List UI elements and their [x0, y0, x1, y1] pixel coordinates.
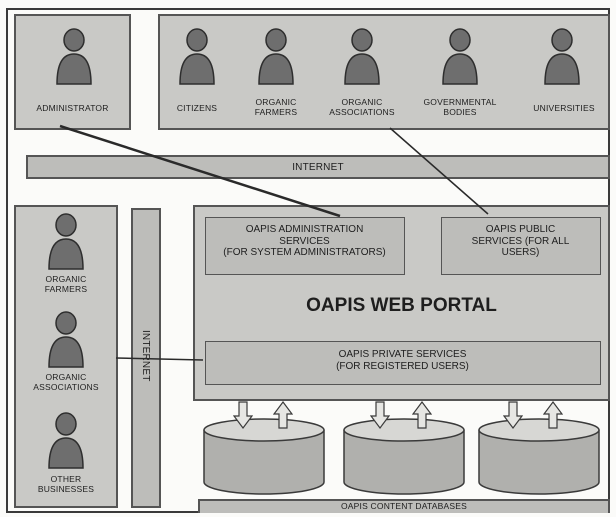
administrator-box: ADMINISTRATOR — [14, 14, 131, 130]
db-arrow-down-1 — [232, 401, 254, 434]
private-organic-associations-label: ORGANIC ASSOCIATIONS — [33, 372, 99, 392]
oapis-web-portal-box: OAPIS ADMINISTRATION SERVICES (for syste… — [193, 205, 610, 401]
governmental-bodies-person-icon — [440, 26, 480, 91]
private-services-box: OAPIS PRIVATE SERVICES (for registered u… — [205, 341, 601, 385]
db-arrow-down-3 — [502, 401, 524, 434]
internet-vertical-label: INTERNET — [139, 329, 151, 382]
db-arrow-up-2 — [411, 401, 433, 434]
organic-associations-label: ORGANIC ASSOCIATIONS — [329, 97, 395, 117]
database-cylinder-1 — [203, 418, 325, 501]
admin-services-label: OAPIS ADMINISTRATION SERVICES (for syste… — [223, 224, 386, 258]
internet-band-horizontal: INTERNET — [26, 155, 610, 179]
content-databases-label: OAPIS CONTENT DATABASES — [341, 501, 467, 511]
universities-label: UNIVERSITIES — [533, 103, 595, 113]
citizens-label: CITIZENS — [176, 103, 218, 113]
governmental-bodies-label: GOVERNMENTAL BODIES — [423, 97, 497, 117]
organic-farmers-person-icon — [256, 26, 296, 91]
db-arrow-down-2 — [369, 401, 391, 434]
administrator-label: ADMINISTRATOR — [36, 103, 109, 113]
private-other-businesses-person-icon — [46, 410, 86, 475]
db-arrow-up-1 — [272, 401, 294, 434]
content-databases-bar: OAPIS CONTENT DATABASES — [198, 499, 610, 513]
administrator-person-icon — [54, 26, 94, 91]
portal-title: OAPIS WEB PORTAL — [306, 295, 497, 316]
private-users-box: ORGANIC FARMERS ORGANIC ASSOCIATIONS OTH… — [14, 205, 118, 508]
database-cylinder-3 — [478, 418, 600, 501]
public-services-label: OAPIS PUBLIC SERVICES (for all users) — [471, 224, 570, 258]
database-cylinder-2 — [343, 418, 465, 501]
private-services-label: OAPIS PRIVATE SERVICES (for registered u… — [336, 349, 469, 372]
db-arrow-up-3 — [542, 401, 564, 434]
public-services-box: OAPIS PUBLIC SERVICES (for all users) — [441, 217, 601, 275]
private-organic-farmers-label: ORGANIC FARMERS — [44, 274, 88, 294]
admin-services-box: OAPIS ADMINISTRATION SERVICES (for syste… — [205, 217, 405, 275]
private-organic-farmers-person-icon — [46, 211, 86, 276]
organic-associations-person-icon — [342, 26, 382, 91]
private-other-businesses-label: OTHER BUSINESSES — [37, 474, 95, 494]
citizens-person-icon — [177, 26, 217, 91]
universities-person-icon — [542, 26, 582, 91]
internet-band-vertical: INTERNET — [131, 208, 161, 508]
organic-farmers-label: ORGANIC FARMERS — [254, 97, 298, 117]
internet-band-label: INTERNET — [292, 162, 344, 173]
public-users-box: CITIZENS ORGANIC FARMERS ORGANIC ASSOCIA… — [158, 14, 610, 130]
private-organic-associations-person-icon — [46, 309, 86, 374]
